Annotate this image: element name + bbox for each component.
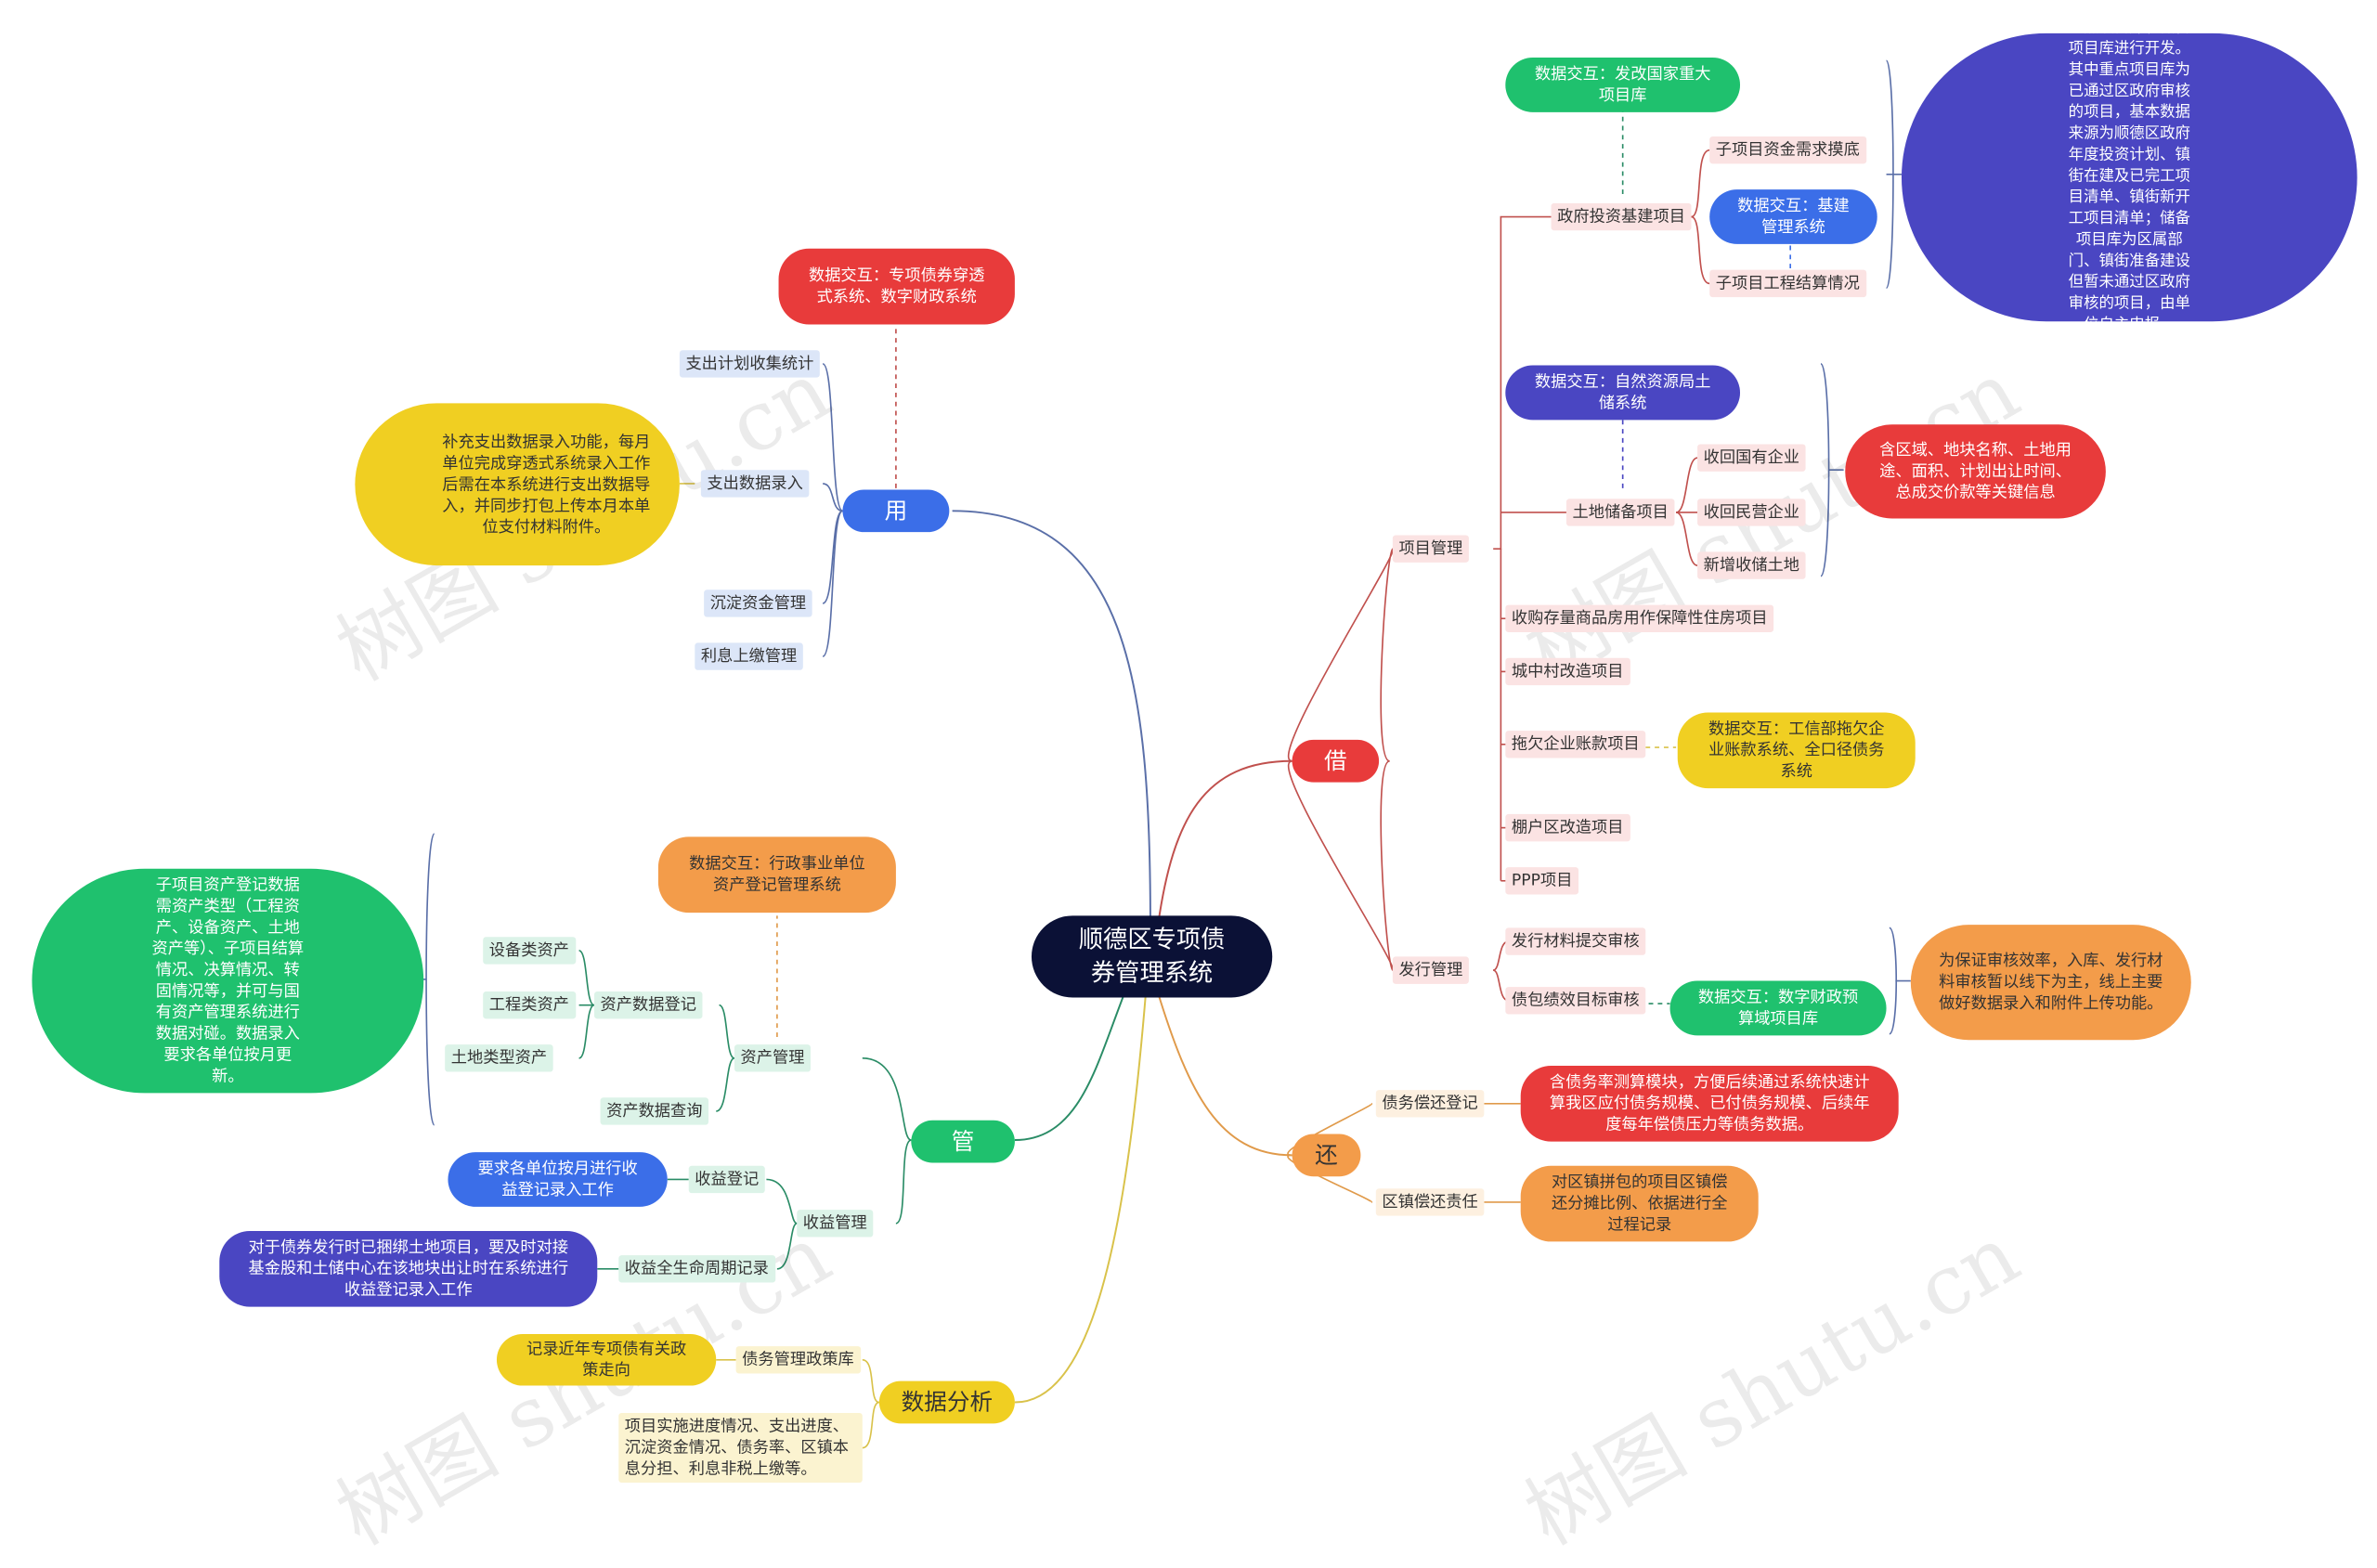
income-register-note[interactable]: 要求各单位按月进行收益登记录入工作 [448,1152,668,1207]
branch-borrow-label: 借 [1324,747,1347,775]
branch-borrow[interactable]: 借 [1292,739,1380,783]
land-item-2[interactable]: 新增收储土地 [1697,551,1806,579]
use-item-3[interactable]: 利息上缴管理 [695,642,803,670]
asset-register[interactable]: 资产数据登记 [593,991,703,1019]
use-item-0[interactable]: 支出计划收集统计 [679,350,820,378]
branch-use[interactable]: 用 [842,489,950,533]
use-data-exchange[interactable]: 数据交互：专项债券穿透式系统、数字财政系统 [778,248,1015,325]
income-register[interactable]: 收益登记 [688,1165,765,1194]
policy-library[interactable]: 债务管理政策库 [735,1346,861,1374]
connector-lines [414,59,1911,1449]
asset-data-exchange[interactable]: 数据交互：行政事业单位资产登记管理系统 [657,836,896,914]
branch-repay-label: 还 [1315,1141,1338,1170]
use-item-2[interactable]: 沉淀资金管理 [704,590,812,617]
project-3[interactable]: 棚户区改造项目 [1505,813,1630,842]
town-note[interactable]: 对区镇拼包的项目区镇偿还分摊比例、依据进行全过程记录 [1520,1165,1759,1242]
land-data-exchange[interactable]: 数据交互：自然资源局土储系统 [1505,365,1741,421]
mind-map-canvas: 树图 shutu.cn 树图 shutu.cn 树图 shutu.cn 树图 s… [32,19,2358,1564]
income-lifecycle[interactable]: 收益全生命周期记录 [618,1255,775,1283]
branch-analysis-label: 数据分析 [901,1388,994,1417]
arrears-data-exchange[interactable]: 数据交互：工信部拖欠企业账款系统、全口径债务系统 [1677,712,1916,789]
income-lifecycle-note[interactable]: 对于债券发行时已捆绑土地项目，要及时对接基金股和土储中心在该地块出让时在系统进行… [219,1230,598,1307]
income-mgmt[interactable]: 收益管理 [797,1210,874,1238]
project-mgmt[interactable]: 项目管理 [1392,535,1469,563]
asset-mgmt[interactable]: 资产管理 [734,1044,812,1072]
project-2[interactable]: 拖欠企业账款项目 [1505,731,1646,758]
gov-sub-fund-demand[interactable]: 子项目资金需求摸底 [1709,136,1866,164]
branch-manage[interactable]: 管 [911,1120,1015,1163]
branch-use-label: 用 [884,497,908,525]
debt-register[interactable]: 债务偿还登记 [1375,1090,1485,1118]
branch-manage-label: 管 [951,1127,975,1156]
asset-query[interactable]: 资产数据查询 [600,1097,709,1125]
town-duty[interactable]: 区镇偿还责任 [1375,1188,1485,1216]
issue-mgmt[interactable]: 发行管理 [1392,956,1469,984]
asset-type-1[interactable]: 工程类资产 [483,991,576,1019]
asset-note[interactable]: 子项目资产登记数据需资产类型（工程资产、设备资产、土地资产等）、子项目结算情况、… [32,868,424,1094]
issue-data-exchange[interactable]: 数据交互：数字财政预算域项目库 [1669,980,1887,1036]
issue-item-0[interactable]: 发行材料提交审核 [1505,927,1646,955]
root-node[interactable]: 顺德区专项债券管理系统 [1031,915,1273,998]
gov-data-exchange[interactable]: 数据交互：发改国家重大项目库 [1505,58,1741,112]
gov-investment-project[interactable]: 政府投资基建项目 [1551,202,1692,231]
issue-note[interactable]: 为保证审核效率，入库、发行材料审核暂以线下为主，线上主要做好数据录入和附件上传功… [1910,925,2191,1041]
root-title: 顺德区专项债券管理系统 [1078,925,1226,988]
branch-analysis[interactable]: 数据分析 [878,1380,1015,1424]
asset-type-2[interactable]: 土地类型资产 [445,1044,553,1072]
asset-type-0[interactable]: 设备类资产 [483,937,576,965]
use-item-1[interactable]: 支出数据录入 [700,470,810,498]
progress-analysis[interactable]: 项目实施进度情况、支出进度、沉淀资金情况、债务率、区镇本息分担、利息非税上缴等。 [618,1412,863,1484]
project-0[interactable]: 收购存量商品房用作保障性住房项目 [1505,604,1774,632]
land-item-1[interactable]: 收回民营企业 [1697,499,1806,526]
branch-repay[interactable]: 还 [1292,1134,1361,1177]
project-4[interactable]: PPP项目 [1505,867,1579,895]
issue-item-1[interactable]: 债包绩效目标审核 [1505,987,1646,1015]
policy-note[interactable]: 记录近年专项债有关政策走向 [496,1334,717,1386]
gov-note[interactable]: 重点项目库和储备项目库进行开发。其中重点项目库为已通过区政府审核的项目，基本数据… [1901,19,2358,333]
land-note[interactable]: 含区域、地块名称、土地用途、面积、计划出让时间、总成交价款等关键信息 [1845,424,2106,519]
land-item-0[interactable]: 收回国有企业 [1697,444,1806,472]
use-note[interactable]: 补充支出数据录入功能，每月单位完成穿透式系统录入工作后需在本系统进行支出数据导入… [355,403,680,566]
project-1[interactable]: 城中村改造项目 [1505,657,1630,686]
gov-sub-settlement[interactable]: 子项目工程结算情况 [1709,269,1866,298]
land-reserve-project[interactable]: 土地储备项目 [1565,499,1675,526]
debt-note[interactable]: 含债务率测算模块，方便后续通过系统快速计算我区应付债务规模、已付债务规模、后续年… [1520,1065,1899,1142]
gov-sub-data-exchange[interactable]: 数据交互：基建管理系统 [1709,189,1877,244]
